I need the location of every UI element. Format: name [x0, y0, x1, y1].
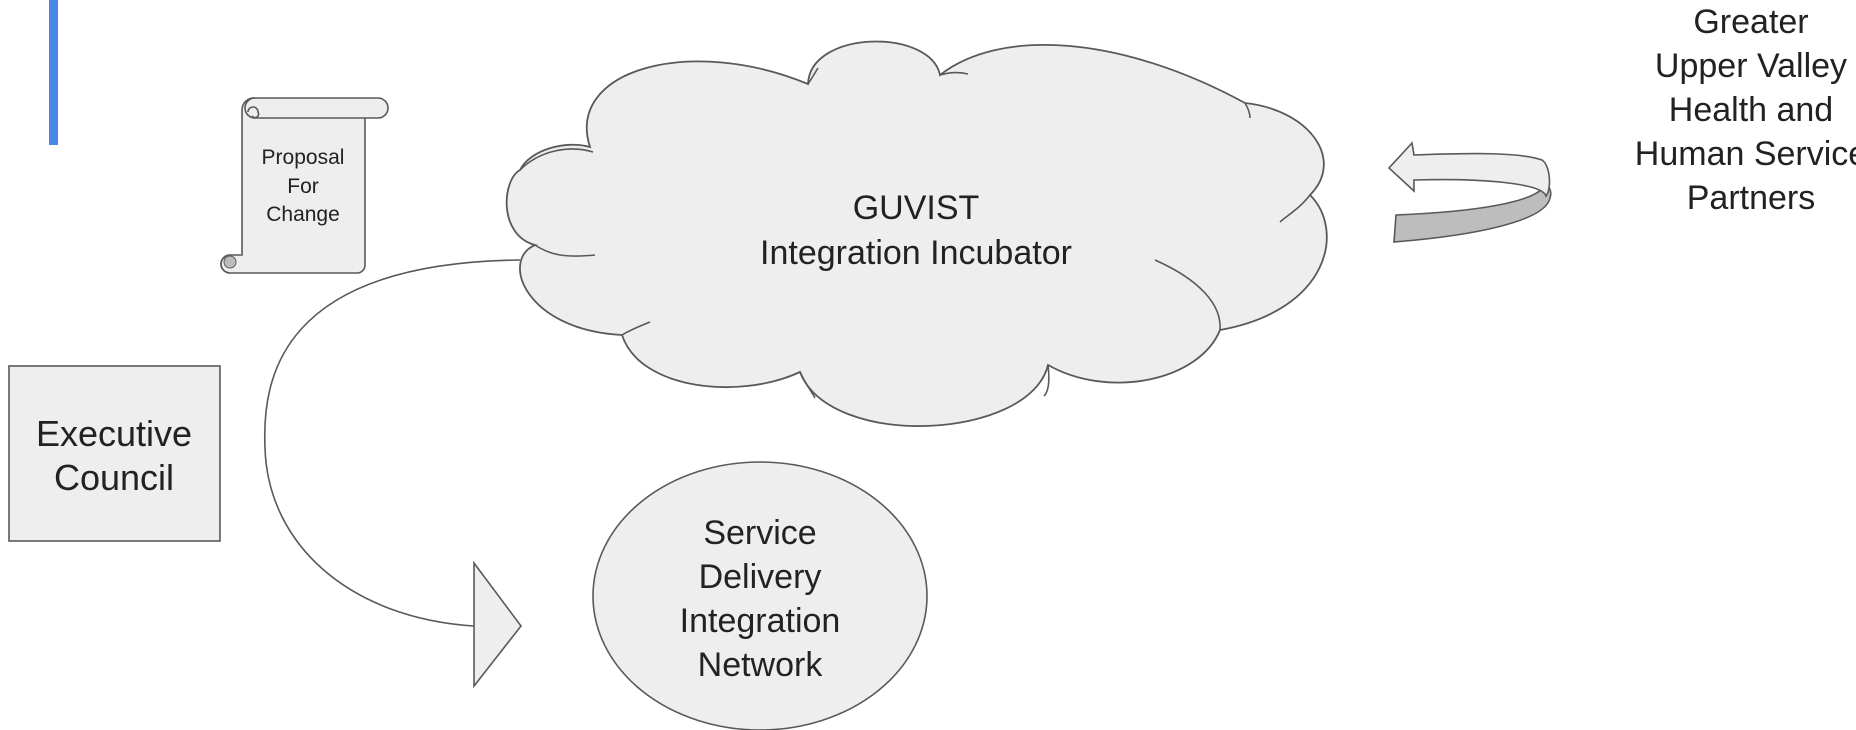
curved-connector: [263, 259, 523, 689]
scroll-line: Proposal: [262, 146, 345, 169]
service-network-line: Integration: [680, 602, 841, 640]
scroll-line: For: [287, 175, 319, 198]
proposal-scroll-icon: Proposal For Change: [220, 97, 389, 274]
executive-council-line: Council: [54, 457, 174, 498]
connector-arrowhead: [473, 560, 523, 689]
executive-council-line: Executive: [36, 413, 192, 454]
service-network-line: Service: [703, 514, 816, 552]
partners-label-line: Upper Valley: [1655, 47, 1847, 85]
partners-label-line: Partners: [1687, 179, 1816, 217]
partners-label-line: Human Service: [1635, 135, 1856, 173]
incubator-cloud: GUVIST Integration Incubator: [505, 40, 1328, 427]
partners-label: Greater Upper Valley Health and Human Se…: [1635, 3, 1856, 217]
executive-council-box: Executive Council: [8, 365, 221, 542]
scroll-line: Change: [266, 203, 340, 226]
cloud-line: Integration Incubator: [760, 234, 1072, 272]
scroll-curl: [223, 255, 237, 269]
curved-input-arrow: [1387, 141, 1552, 243]
service-network-ellipse: Service Delivery Integration Network: [592, 461, 928, 730]
partners-label-line: Greater: [1693, 3, 1808, 41]
partners-label-line: Health and: [1669, 91, 1833, 129]
service-network-line: Delivery: [699, 558, 822, 596]
service-network-line: Network: [698, 646, 824, 684]
cloud-line: GUVIST: [853, 189, 980, 227]
accent-bar: [49, 0, 58, 145]
